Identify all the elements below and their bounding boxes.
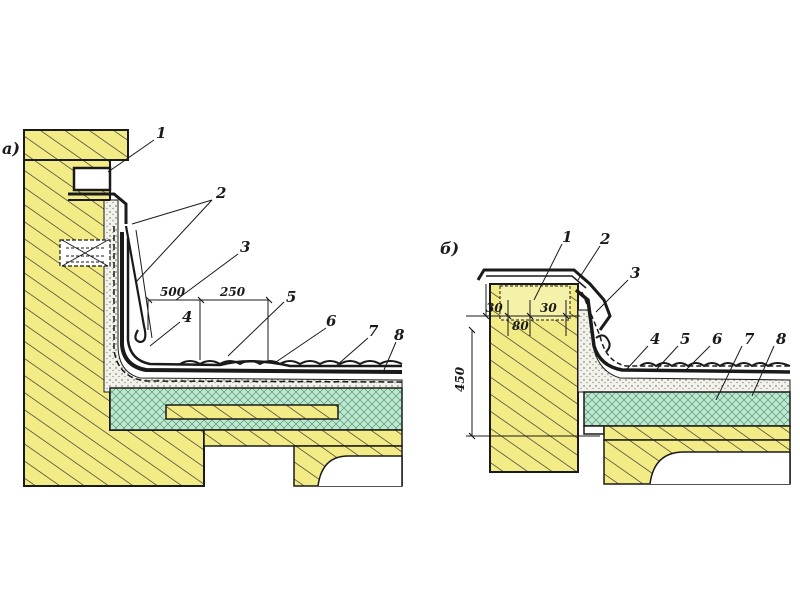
callout-b-6: 6 xyxy=(712,330,723,348)
slab-insert-a xyxy=(165,404,339,420)
dim-b-450: 450 xyxy=(453,366,467,392)
floor-slab-b xyxy=(603,425,791,441)
callout-b-5: 5 xyxy=(680,330,690,348)
callout-a-6: 6 xyxy=(326,312,337,330)
callout-b-3: 3 xyxy=(630,264,640,282)
dim-a-250: 250 xyxy=(219,285,246,299)
floor-slab-a xyxy=(203,429,403,447)
callout-b-1: 1 xyxy=(562,228,572,246)
dim-b-30-left: 30 xyxy=(486,301,503,315)
screed-a xyxy=(103,199,403,393)
membrane-upturn-b xyxy=(574,288,791,374)
detail-a: а) 1 2 3 4 5 6 7 8 500 250 xyxy=(2,124,405,487)
callout-a-2: 2 xyxy=(215,184,226,202)
callout-b-2: 2 xyxy=(599,230,610,248)
detail-a-letter: а) xyxy=(2,139,20,158)
callout-a-1: 1 xyxy=(156,124,166,142)
screed-b xyxy=(577,309,791,393)
dim-b-80: 80 xyxy=(512,319,529,333)
parapet-wall-b xyxy=(489,283,579,473)
dim-b-30-right: 30 xyxy=(540,301,557,315)
detail-b-letter: б) xyxy=(440,239,459,258)
membrane-upturn-a xyxy=(120,232,403,374)
flashing-strip-a xyxy=(68,192,128,224)
callout-b-8: 8 xyxy=(776,330,787,348)
cap-flashing-b xyxy=(476,268,612,331)
dim-a-500: 500 xyxy=(160,285,186,299)
callout-a-4: 4 xyxy=(182,308,192,326)
callout-a-5: 5 xyxy=(286,288,296,306)
insulation-b xyxy=(583,391,791,427)
dim-frame-b xyxy=(466,284,600,437)
gravel-layer-a xyxy=(179,360,403,366)
callout-b-7: 7 xyxy=(744,330,755,348)
callout-b-4: 4 xyxy=(650,330,660,348)
parapet-coping-a xyxy=(23,129,129,161)
gravel-layer-b xyxy=(639,362,791,368)
hook-strip-a xyxy=(124,225,147,344)
callout-a-7: 7 xyxy=(368,322,379,340)
callout-a-3: 3 xyxy=(240,238,250,256)
dim-frame-a xyxy=(147,299,269,360)
callout-a-8: 8 xyxy=(394,326,405,344)
flashing-box-a xyxy=(72,166,112,192)
detail-b: б) 1 2 3 4 5 6 7 8 30 80 30 450 xyxy=(440,228,791,485)
